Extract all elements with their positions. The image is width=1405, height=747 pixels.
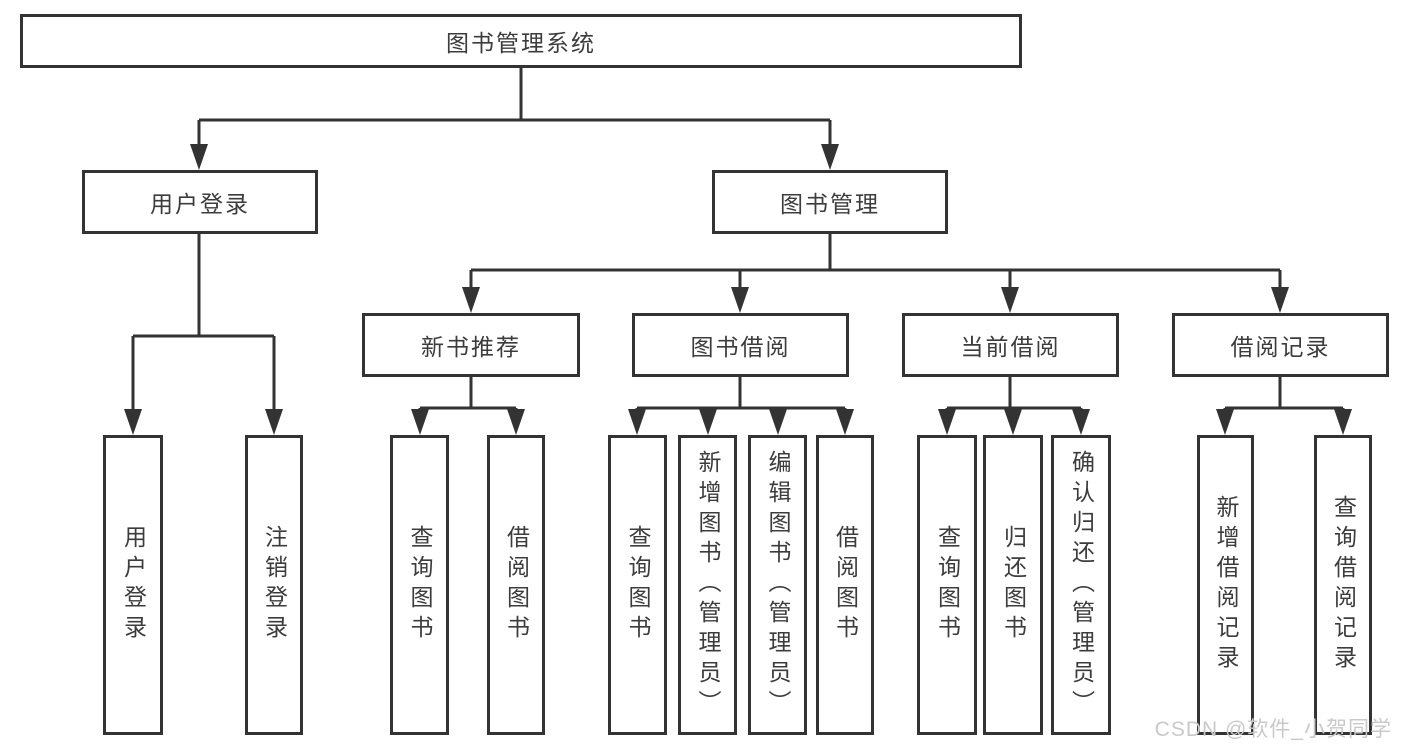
node-label: 确认归还（管理员） bbox=[1068, 450, 1095, 720]
node-label: 图书管理 bbox=[780, 191, 880, 217]
node-label: 查询图书 bbox=[407, 525, 433, 645]
node-label: 查询图书 bbox=[625, 525, 651, 645]
leaf-user-login: 用户登录 bbox=[103, 435, 163, 735]
csdn-watermark: CSDN @软件_小贺同学 bbox=[1154, 718, 1392, 741]
node-label: 注销登录 bbox=[261, 525, 288, 645]
node-label: 借阅图书 bbox=[503, 525, 530, 645]
node-label: 借阅图书 bbox=[832, 525, 859, 645]
node-label: 新增借阅记录 bbox=[1213, 495, 1239, 675]
node-library-management-system: 图书管理系统 bbox=[20, 14, 1022, 68]
node-label: 借阅记录 bbox=[1230, 334, 1331, 360]
node-user-login: 用户登录 bbox=[82, 170, 318, 234]
leaf-query-books-recommend: 查询图书 bbox=[390, 435, 449, 735]
leaf-query-books-borrow: 查询图书 bbox=[608, 435, 667, 735]
leaf-logout: 注销登录 bbox=[245, 435, 303, 735]
node-borrow-records: 借阅记录 bbox=[1172, 313, 1389, 377]
leaf-query-borrow-record: 查询借阅记录 bbox=[1314, 435, 1372, 735]
leaf-borrow-books-recommend: 借阅图书 bbox=[487, 435, 545, 735]
node-book-borrow: 图书借阅 bbox=[632, 313, 849, 377]
leaf-borrow-books-borrow: 借阅图书 bbox=[816, 435, 874, 735]
node-new-book-recommend: 新书推荐 bbox=[362, 313, 580, 377]
node-label: 图书借阅 bbox=[690, 334, 791, 360]
node-label: 用户登录 bbox=[120, 525, 147, 645]
node-label: 图书管理系统 bbox=[446, 30, 596, 56]
leaf-return-book: 归还图书 bbox=[983, 435, 1043, 735]
node-label: 当前借阅 bbox=[960, 334, 1061, 360]
node-label: 新书推荐 bbox=[421, 334, 521, 360]
leaf-confirm-return-admin: 确认归还（管理员） bbox=[1051, 435, 1111, 735]
node-label: 新增图书（管理员） bbox=[695, 450, 721, 720]
leaf-add-borrow-record: 新增借阅记录 bbox=[1197, 435, 1254, 735]
leaf-add-book-admin: 新增图书（管理员） bbox=[678, 435, 737, 735]
node-label: 用户登录 bbox=[150, 191, 250, 217]
node-label: 编辑图书（管理员） bbox=[765, 450, 791, 720]
node-current-borrow: 当前借阅 bbox=[902, 313, 1119, 377]
node-book-management: 图书管理 bbox=[712, 170, 948, 234]
node-label: 查询借阅记录 bbox=[1330, 495, 1357, 675]
leaf-query-books-current: 查询图书 bbox=[917, 435, 977, 735]
leaf-edit-book-admin: 编辑图书（管理员） bbox=[748, 435, 807, 735]
node-label: 归还图书 bbox=[1000, 525, 1027, 645]
node-label: 查询图书 bbox=[934, 525, 961, 645]
